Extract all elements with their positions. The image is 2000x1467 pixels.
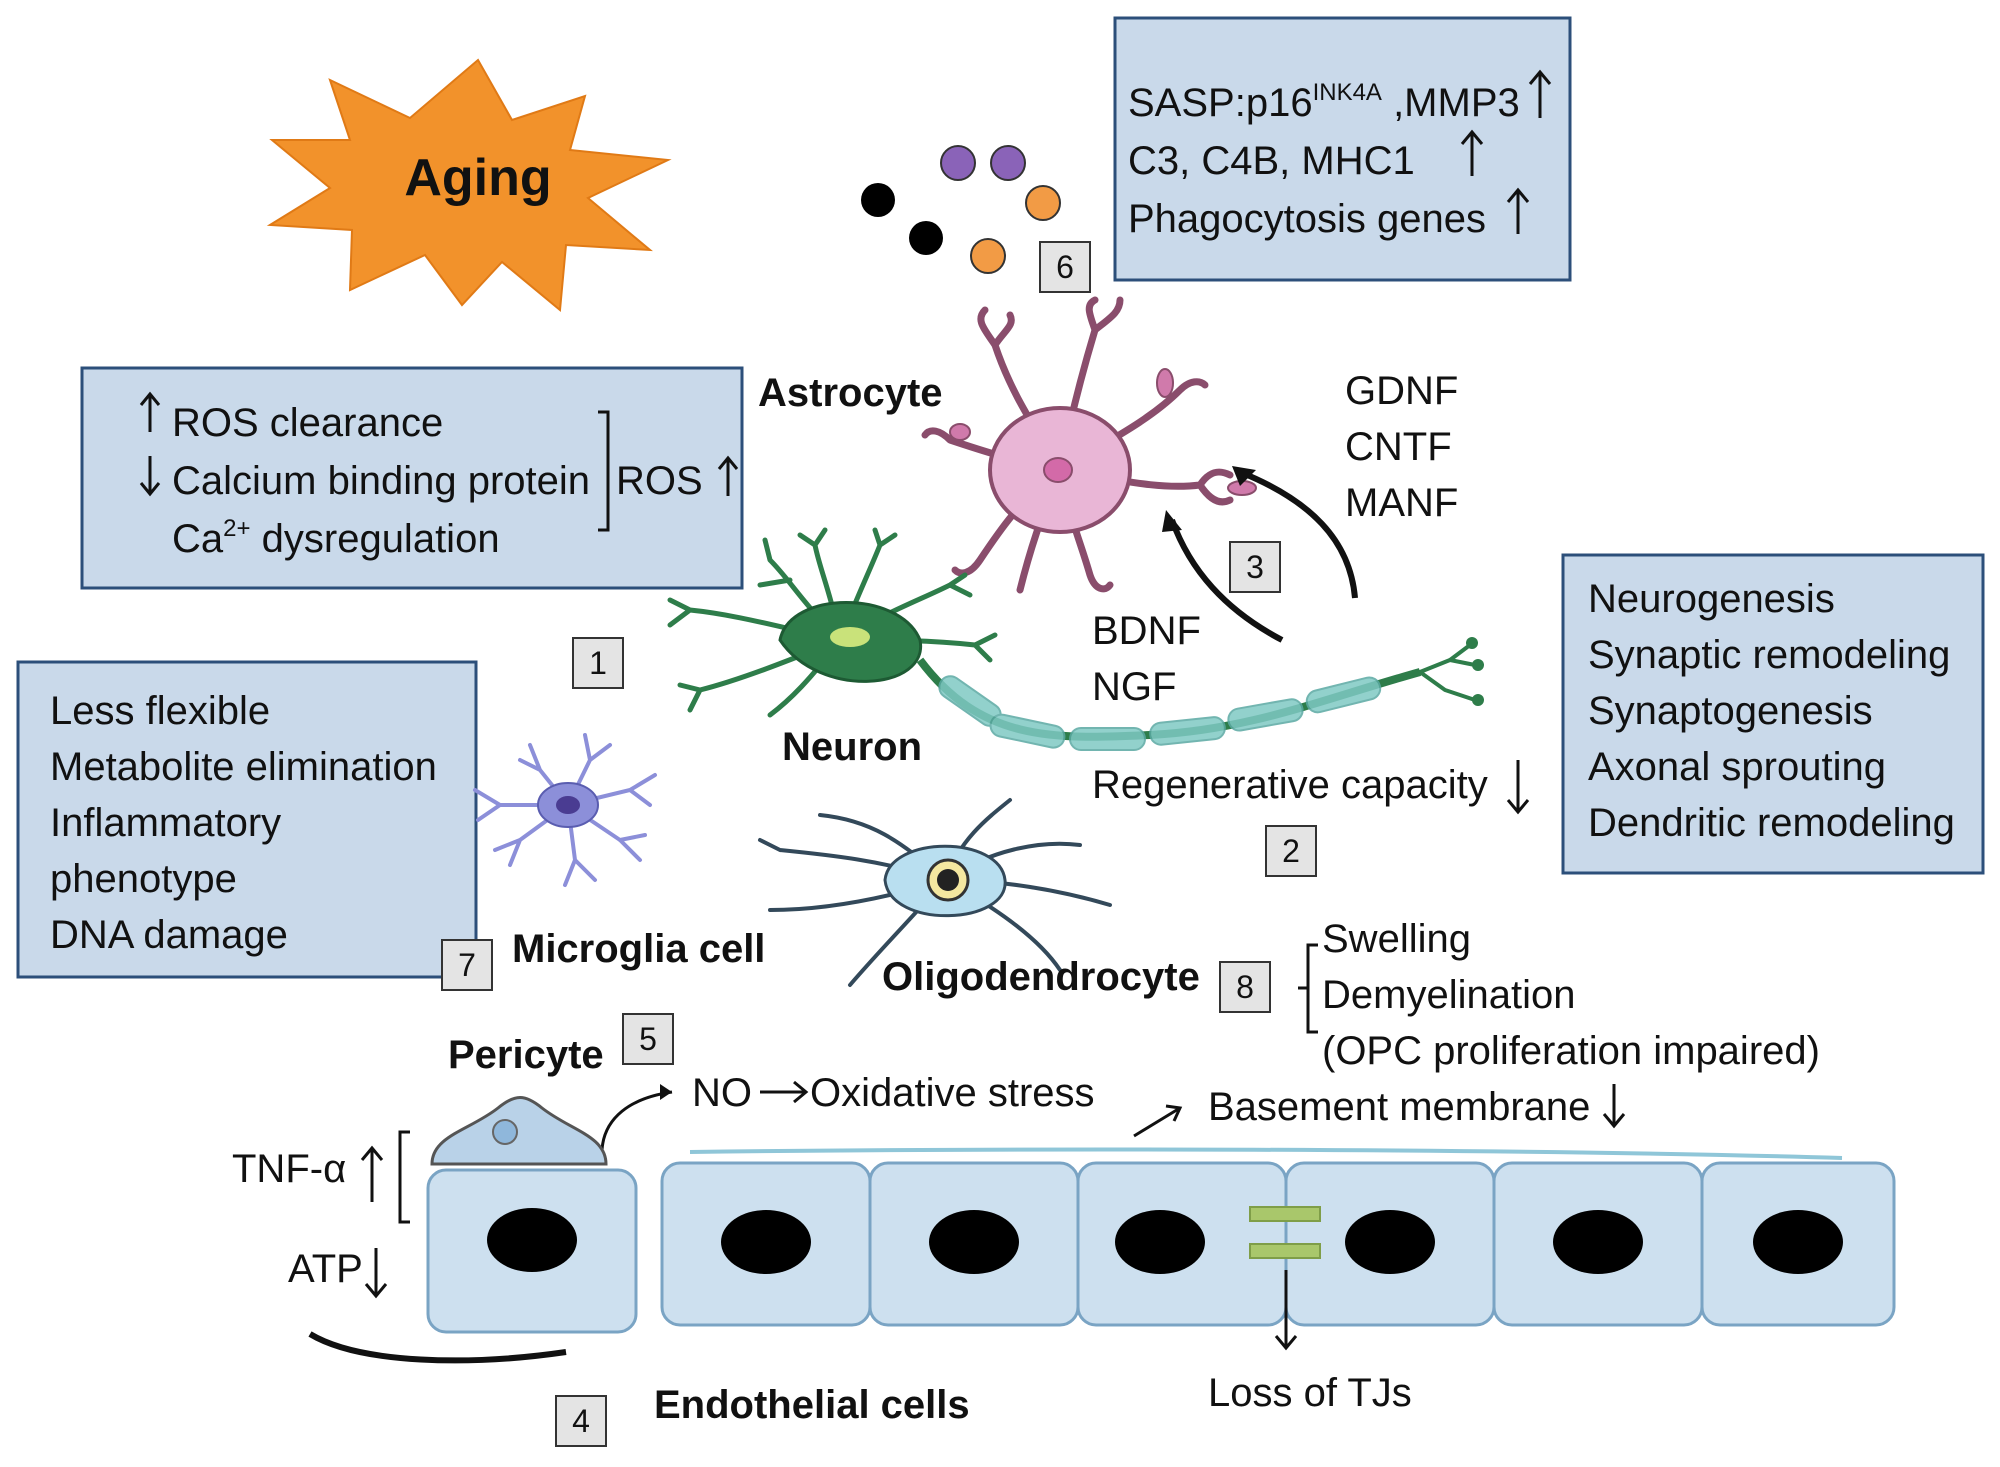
ca-text: Ca xyxy=(172,517,224,561)
up-arrow-icon xyxy=(717,455,739,496)
basement-membrane-text: Basement membrane xyxy=(1208,1085,1590,1129)
phagocytosis-text: Phagocytosis genes xyxy=(1128,197,1486,241)
sasp-text: SASP:p16 xyxy=(1128,81,1313,125)
oligo-bracket xyxy=(1306,943,1318,1034)
ros-box: ROS clearance Calcium binding protein Ca… xyxy=(80,366,744,590)
mmp3-text: ,MMP3 xyxy=(1382,81,1520,125)
bdnf-text: BDNF xyxy=(1092,609,1201,653)
neuro-line-1: Neurogenesis xyxy=(1588,577,1835,621)
svg-text:2: 2 xyxy=(1282,833,1300,869)
svg-text:4: 4 xyxy=(572,1403,590,1439)
microglia-label: Microglia cell xyxy=(512,927,765,971)
no-text: NO xyxy=(692,1071,752,1115)
svg-text:8: 8 xyxy=(1236,969,1254,1005)
loss-tjs-text: Loss of TJs xyxy=(1208,1371,1412,1415)
oligodendrocyte-label: Oligodendrocyte xyxy=(882,955,1200,999)
neuro-line-3: Synaptogenesis xyxy=(1588,689,1873,733)
microglia-box: Less flexible Metabolite elimination Inf… xyxy=(16,660,478,979)
opc-text: (OPC proliferation impaired) xyxy=(1322,1029,1820,1073)
dysregulation-text: dysregulation xyxy=(251,517,500,561)
astrocyte-illustration xyxy=(921,296,1257,594)
endothelial-layer xyxy=(426,1147,1896,1334)
number-badge-3: 3 xyxy=(1229,541,1281,593)
svg-text:1: 1 xyxy=(589,645,607,681)
ngf-text: NGF xyxy=(1092,665,1176,709)
manf-text: MANF xyxy=(1345,481,1458,525)
neuro-line-4: Axonal sprouting xyxy=(1588,745,1886,789)
down-arrow-icon xyxy=(1602,1084,1626,1129)
down-arrow-icon xyxy=(1274,1270,1298,1351)
number-badge-1: 1 xyxy=(572,637,624,689)
neuron-label: Neuron xyxy=(782,725,922,769)
senescence-box: SASP:p16INK4A ,MMP3 C3, C4B, MHC1 Phagoc… xyxy=(1113,16,1572,282)
aging-label: Aging xyxy=(404,149,551,207)
number-badge-4: 4 xyxy=(555,1395,607,1447)
astrocyte-label: Astrocyte xyxy=(758,371,943,415)
exchange-arrows xyxy=(1169,469,1358,643)
gdnf-text: GDNF xyxy=(1345,369,1458,413)
p16-superscript: INK4A xyxy=(1313,79,1382,106)
sasp-particles xyxy=(861,145,1061,274)
endothelial-label: Endothelial cells xyxy=(654,1383,970,1427)
microglia-line-2: Metabolite elimination xyxy=(50,745,437,789)
ros-arrows-icon xyxy=(139,391,161,497)
number-badge-5: 5 xyxy=(622,1013,674,1065)
up-arrow-icon xyxy=(360,1145,384,1202)
microglia-line-4: phenotype xyxy=(50,857,237,901)
down-arrow-icon xyxy=(364,1248,388,1299)
svg-text:5: 5 xyxy=(639,1021,657,1057)
complement-text: C3, C4B, MHC1 xyxy=(1128,139,1415,183)
svg-text:7: 7 xyxy=(458,947,476,983)
ros-result-text: ROS xyxy=(616,459,703,503)
microglia-line-1: Less flexible xyxy=(50,689,270,733)
tnf-bracket xyxy=(398,1130,410,1224)
aging-starburst: Aging xyxy=(266,58,672,312)
ros-clearance-text: ROS clearance xyxy=(172,401,443,445)
pericyte-illustration xyxy=(430,1096,608,1166)
neuron-illustration xyxy=(667,527,1484,751)
curved-arrow xyxy=(600,1090,673,1151)
svg-text:Ca2+ dysregulation: Ca2+ dysregulation xyxy=(172,515,500,561)
ros-bracket xyxy=(598,410,610,532)
demyelination-text: Demyelination xyxy=(1322,973,1575,1017)
neuroplasticity-box: Neurogenesis Synaptic remodeling Synapto… xyxy=(1561,553,1985,875)
calcium-binding-text: Calcium binding protein xyxy=(172,459,590,503)
microglia-line-5: DNA damage xyxy=(50,913,288,957)
bracket-curve xyxy=(308,1331,567,1364)
cntf-text: CNTF xyxy=(1345,425,1452,469)
up-arrow-icon xyxy=(1460,69,1552,234)
neuro-line-5: Dendritic remodeling xyxy=(1588,801,1955,845)
number-badge-2: 2 xyxy=(1265,825,1317,877)
number-badge-8: 8 xyxy=(1219,961,1271,1013)
ca-superscript: 2+ xyxy=(223,515,250,542)
svg-text:3: 3 xyxy=(1246,549,1264,585)
tnf-text: TNF-α xyxy=(232,1147,346,1191)
tight-junction xyxy=(1249,1206,1321,1259)
atp-text: ATP xyxy=(288,1247,363,1291)
svg-text:6: 6 xyxy=(1056,249,1074,285)
number-badge-7: 7 xyxy=(441,939,493,991)
pericyte-label: Pericyte xyxy=(448,1033,604,1077)
microglia-line-3: Inflammatory xyxy=(50,801,281,845)
oligodendrocyte-illustration xyxy=(758,798,1112,987)
swelling-text: Swelling xyxy=(1322,917,1471,961)
microglia-illustration xyxy=(473,733,657,887)
number-badge-6: 6 xyxy=(1039,241,1091,293)
oxidative-stress-text: Oxidative stress xyxy=(810,1071,1095,1115)
down-arrow-icon xyxy=(1506,760,1530,815)
neuro-line-2: Synaptic remodeling xyxy=(1588,633,1950,677)
right-arrow-icon xyxy=(760,1080,809,1104)
regenerative-text: Regenerative capacity xyxy=(1092,763,1488,807)
diagonal-arrow-icon xyxy=(1133,1104,1183,1138)
svg-text:SASP:p16INK4A ,MMP3: SASP:p16INK4A ,MMP3 xyxy=(1128,79,1520,125)
